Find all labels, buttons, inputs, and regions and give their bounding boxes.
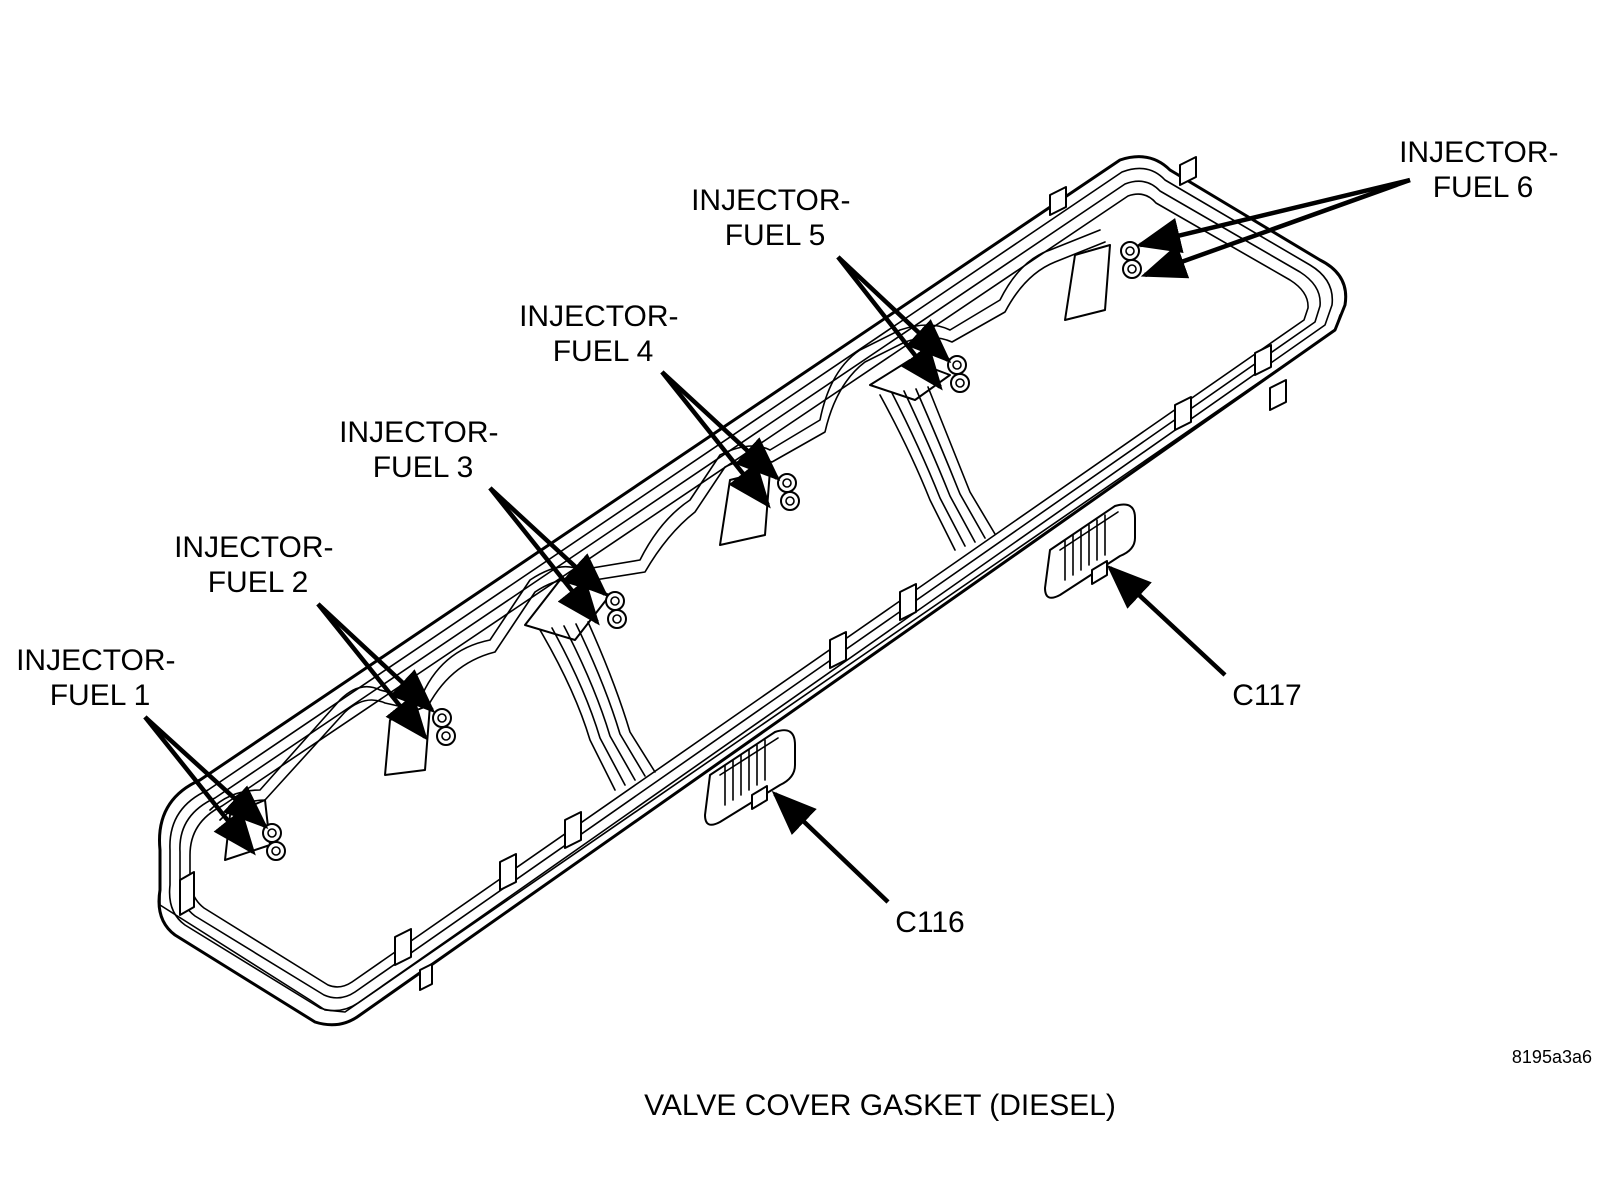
wire-harness: [539, 386, 996, 791]
arrow-injector-6a: [1135, 177, 1411, 254]
label-c117: C117: [1232, 679, 1302, 712]
injector-towers: [224, 244, 1111, 861]
injector-connectors: [262, 241, 1142, 861]
gasket-frame: [157, 155, 1348, 1027]
arrow-injector-5b: [836, 255, 943, 391]
arrow-injector-5a: [836, 255, 952, 364]
arrow-injector-3b: [488, 486, 600, 626]
injector-6-connector: [1120, 241, 1142, 279]
connector-c117: [1044, 503, 1136, 599]
frame-tabs: [179, 156, 1287, 991]
arrow-injector-3a: [488, 486, 609, 598]
arrow-injector-2b: [316, 602, 428, 741]
callout-labels: INJECTOR- FUEL 1 INJECTOR- FUEL 2 INJECT…: [16, 136, 1567, 939]
figure-caption: VALVE COVER GASKET (DIESEL): [644, 1089, 1116, 1122]
figure-id: 8195a3a6: [1512, 1047, 1592, 1067]
arrow-injector-1a: [143, 715, 269, 830]
label-injector-4: INJECTOR- FUEL 4: [519, 300, 687, 368]
arrow-c116: [771, 790, 890, 904]
injector-1-connector: [262, 823, 286, 861]
injector-4-connector: [777, 473, 800, 511]
connector-c116: [704, 729, 796, 826]
injector-2-connector: [432, 708, 456, 746]
label-injector-6: INJECTOR- FUEL 6: [1399, 136, 1567, 204]
label-injector-1: INJECTOR- FUEL 1: [16, 644, 184, 712]
injector-5-connector: [947, 355, 970, 393]
arrow-injector-4a: [660, 370, 781, 482]
label-injector-3: INJECTOR- FUEL 3: [339, 416, 507, 484]
label-injector-2: INJECTOR- FUEL 2: [174, 531, 342, 599]
arrow-injector-6b: [1140, 177, 1411, 279]
arrow-injector-1b: [143, 715, 256, 856]
arrow-injector-4b: [660, 370, 771, 509]
injector-3-connector: [605, 591, 627, 629]
arrow-injector-2a: [316, 602, 436, 714]
leader-arrows: [143, 177, 1411, 904]
label-injector-5: INJECTOR- FUEL 5: [691, 184, 859, 252]
arrow-c117: [1106, 564, 1227, 677]
label-c116: C116: [895, 906, 965, 939]
